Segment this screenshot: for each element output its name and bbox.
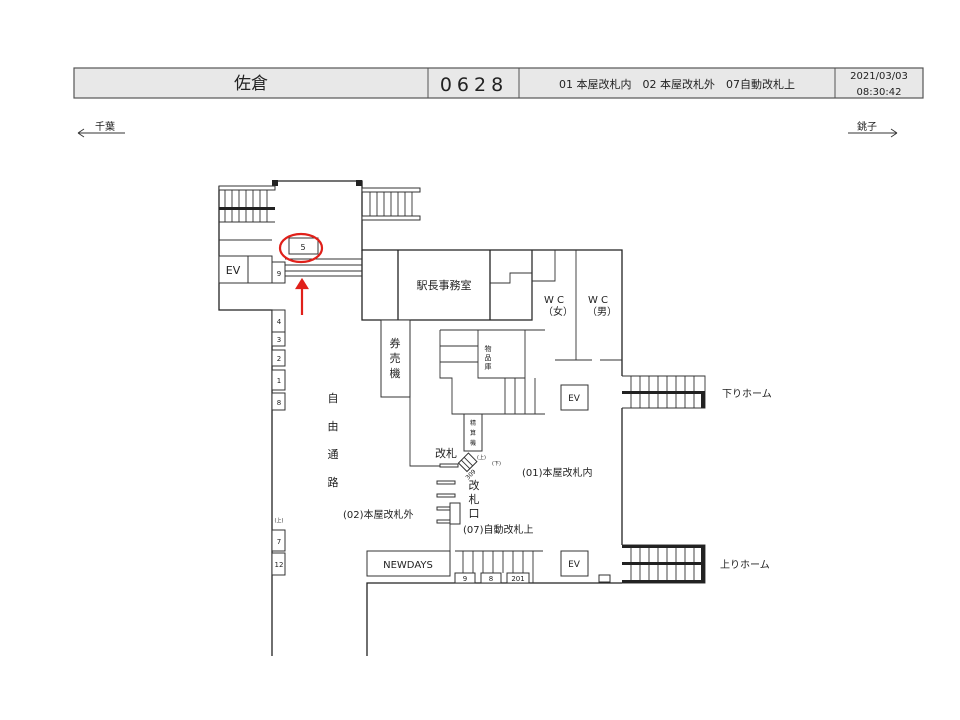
locker-9-top: 9 [277, 270, 281, 278]
svg-text:8: 8 [489, 575, 493, 583]
svg-text:（女）: （女） [543, 305, 573, 318]
fare-adjust-label: 精 算 機 [470, 419, 476, 447]
gate-01-label: (01)本屋改札内 [522, 466, 593, 479]
svg-text:精: 精 [470, 419, 476, 427]
svg-text:201: 201 [511, 575, 524, 583]
stairs-platform-down [622, 375, 706, 409]
elevator-bottom: EV [568, 560, 581, 570]
svg-text:銚子: 銚子 [857, 120, 877, 133]
svg-text:4: 4 [277, 318, 282, 326]
svg-text:由: 由 [328, 419, 339, 433]
highlight-circle [278, 232, 324, 264]
stairs-top-right [361, 187, 421, 221]
stairs-bottom [455, 550, 543, 583]
svg-text:1: 1 [277, 377, 281, 385]
elevator-top-left: EV [226, 264, 241, 277]
highlight-arrow-icon [295, 277, 309, 315]
arrow-right-icon [848, 128, 898, 138]
time: 08:30:42 [857, 87, 902, 98]
header-bar: 佐倉 0628 01 本屋改札内 02 本屋改札外 07自動改札上 2021/0… [73, 67, 924, 99]
gates-legend: 01 本屋改札内 02 本屋改札外 07自動改札上 [559, 77, 795, 91]
newdays-shop: NEWDAYS [383, 560, 433, 571]
svg-text:売: 売 [390, 352, 401, 365]
free-passage-label: 自 由 通 路 [328, 392, 339, 489]
gate-07-label: (07)自動改札上 [463, 523, 534, 536]
station-office-label: 駅長事務室 [417, 278, 472, 292]
station-code: 0628 [440, 74, 508, 96]
walls [218, 180, 623, 656]
svg-text:(上): (上) [275, 517, 284, 524]
direction-right: 銚子 [848, 120, 898, 138]
svg-text:機: 機 [390, 366, 401, 380]
wc-men: W C [588, 295, 608, 306]
svg-text:（男）: （男） [587, 306, 617, 318]
storage-label: 物 品 庫 [485, 344, 492, 371]
lockers-left: 4 3 2 1 8 [271, 309, 286, 411]
svg-text:券: 券 [390, 336, 401, 350]
gate-mouth-label: 改 札 口 [469, 478, 480, 520]
svg-text:路: 路 [328, 476, 339, 489]
svg-text:3: 3 [277, 336, 281, 344]
stairs-top-left [218, 185, 276, 222]
svg-text:物: 物 [485, 344, 492, 353]
wc-women: W C [544, 295, 564, 306]
svg-text:2: 2 [277, 355, 281, 363]
svg-text:庫: 庫 [485, 362, 492, 371]
ticket-machine-label: 券 売 機 [390, 336, 401, 380]
platform-down-label: 下りホーム [722, 388, 772, 400]
stairs-platform-up [622, 544, 706, 584]
svg-text:自: 自 [328, 392, 339, 405]
svg-text:通: 通 [328, 448, 339, 461]
svg-text:改: 改 [469, 478, 480, 492]
svg-text:口: 口 [469, 507, 480, 520]
date: 2021/03/03 [850, 71, 908, 82]
fare-gates [436, 480, 461, 551]
svg-text:機: 機 [470, 439, 476, 447]
svg-text:算: 算 [470, 429, 476, 437]
platform-up-label: 上りホーム [720, 559, 770, 571]
gate-up-note: (上) [477, 454, 486, 461]
svg-text:8: 8 [277, 399, 281, 407]
station-name: 佐倉 [234, 74, 268, 94]
gate-machine-309 [457, 452, 478, 473]
lockers-lower-left: (上) 7 12 [271, 517, 286, 576]
gate-label: 改札 [435, 446, 457, 460]
gate-02-label: (02)本屋改札外 [343, 508, 414, 521]
svg-text:札: 札 [469, 493, 480, 506]
svg-text:12: 12 [275, 561, 284, 569]
svg-text:7: 7 [277, 538, 281, 546]
lockers-bottom: 9 8 201 [454, 572, 530, 584]
gate-down-note: (下) [492, 461, 501, 467]
elevator-middle: EV [568, 394, 581, 404]
direction-left: 千葉 [77, 120, 125, 138]
arrow-left-icon [77, 128, 125, 138]
locker-5: 5 [300, 243, 305, 252]
svg-text:千葉: 千葉 [95, 120, 115, 133]
svg-text:9: 9 [463, 575, 467, 583]
svg-text:品: 品 [485, 354, 492, 362]
